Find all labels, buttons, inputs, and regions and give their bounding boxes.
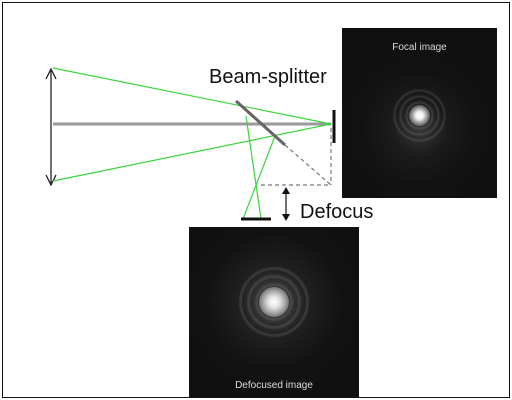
optics-schematic: [45, 67, 336, 221]
reflected-ray-left: [245, 115, 262, 220]
focal-image-panel: Focal image: [342, 28, 497, 198]
defocused-spot: [259, 287, 289, 317]
defocus-arrow: [282, 187, 290, 221]
lens-arrow: [45, 67, 57, 187]
defocus-label: Defocus: [300, 201, 374, 223]
ray-bottom: [52, 123, 332, 182]
defocused-image-panel: Defocused image: [189, 227, 359, 397]
dashed-guides: [261, 128, 332, 186]
ray-top: [52, 67, 332, 125]
beam-splitter-plate: [234, 99, 287, 147]
defocused-image-caption: Defocused image: [235, 380, 313, 391]
beam-splitter-label: Beam-splitter: [209, 66, 327, 88]
focal-spot: [409, 105, 430, 126]
reflected-ray-right: [242, 135, 276, 220]
